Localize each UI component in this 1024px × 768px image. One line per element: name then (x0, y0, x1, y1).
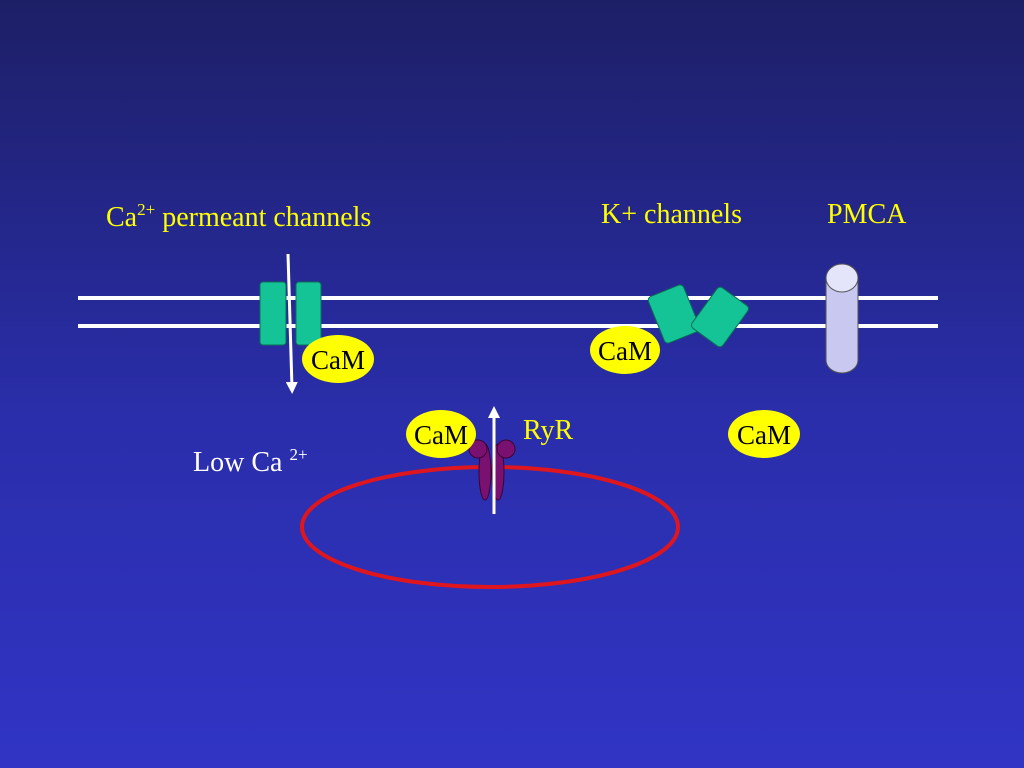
k-channel-right-subunit (691, 286, 749, 348)
ca-influx-arrow (285, 253, 298, 394)
cam-label: CaM (598, 336, 652, 366)
k-channels-label: K+ channels (601, 199, 742, 230)
ca-channel-right-subunit (295, 281, 322, 346)
ca-channels-label: Ca2+ permeant channels (106, 201, 371, 232)
ryr-label: RyR (523, 415, 574, 446)
ca-channels-suffix: permeant channels (155, 202, 372, 233)
cam-molecule-ryr: CaM (406, 410, 476, 458)
cam-ellipse (728, 410, 800, 458)
cam-ellipse (302, 335, 374, 383)
pmca-body (825, 277, 859, 374)
ryr-channel (468, 439, 516, 501)
ca-channel-left-subunit (259, 281, 287, 346)
ca-channel (259, 281, 322, 346)
low-ca-sup: 2+ (289, 445, 308, 464)
cam-ellipse (406, 410, 476, 458)
ca-channels-prefix: Ca (106, 202, 138, 233)
cam-molecule-ca-channel: CaM (302, 335, 374, 383)
pmca-label: PMCA (827, 199, 907, 230)
cam-label: CaM (414, 420, 468, 450)
ca-channels-sup: 2+ (137, 200, 156, 219)
low-ca-label: Low Ca 2+ (193, 446, 308, 477)
k-channel (647, 284, 749, 348)
cam-label: CaM (737, 420, 791, 450)
pmca-pump (825, 263, 859, 374)
k-channel-left-subunit (647, 284, 701, 344)
cam-label: CaM (311, 345, 365, 375)
ryr-left-head (468, 439, 488, 459)
cam-ellipse (590, 326, 660, 374)
low-ca-prefix: Low Ca (193, 447, 290, 478)
pmca-top (825, 263, 859, 293)
cam-molecule-free: CaM (728, 410, 800, 458)
ryr-right-head (496, 439, 516, 459)
cam-molecule-k-channel: CaM (590, 326, 660, 374)
